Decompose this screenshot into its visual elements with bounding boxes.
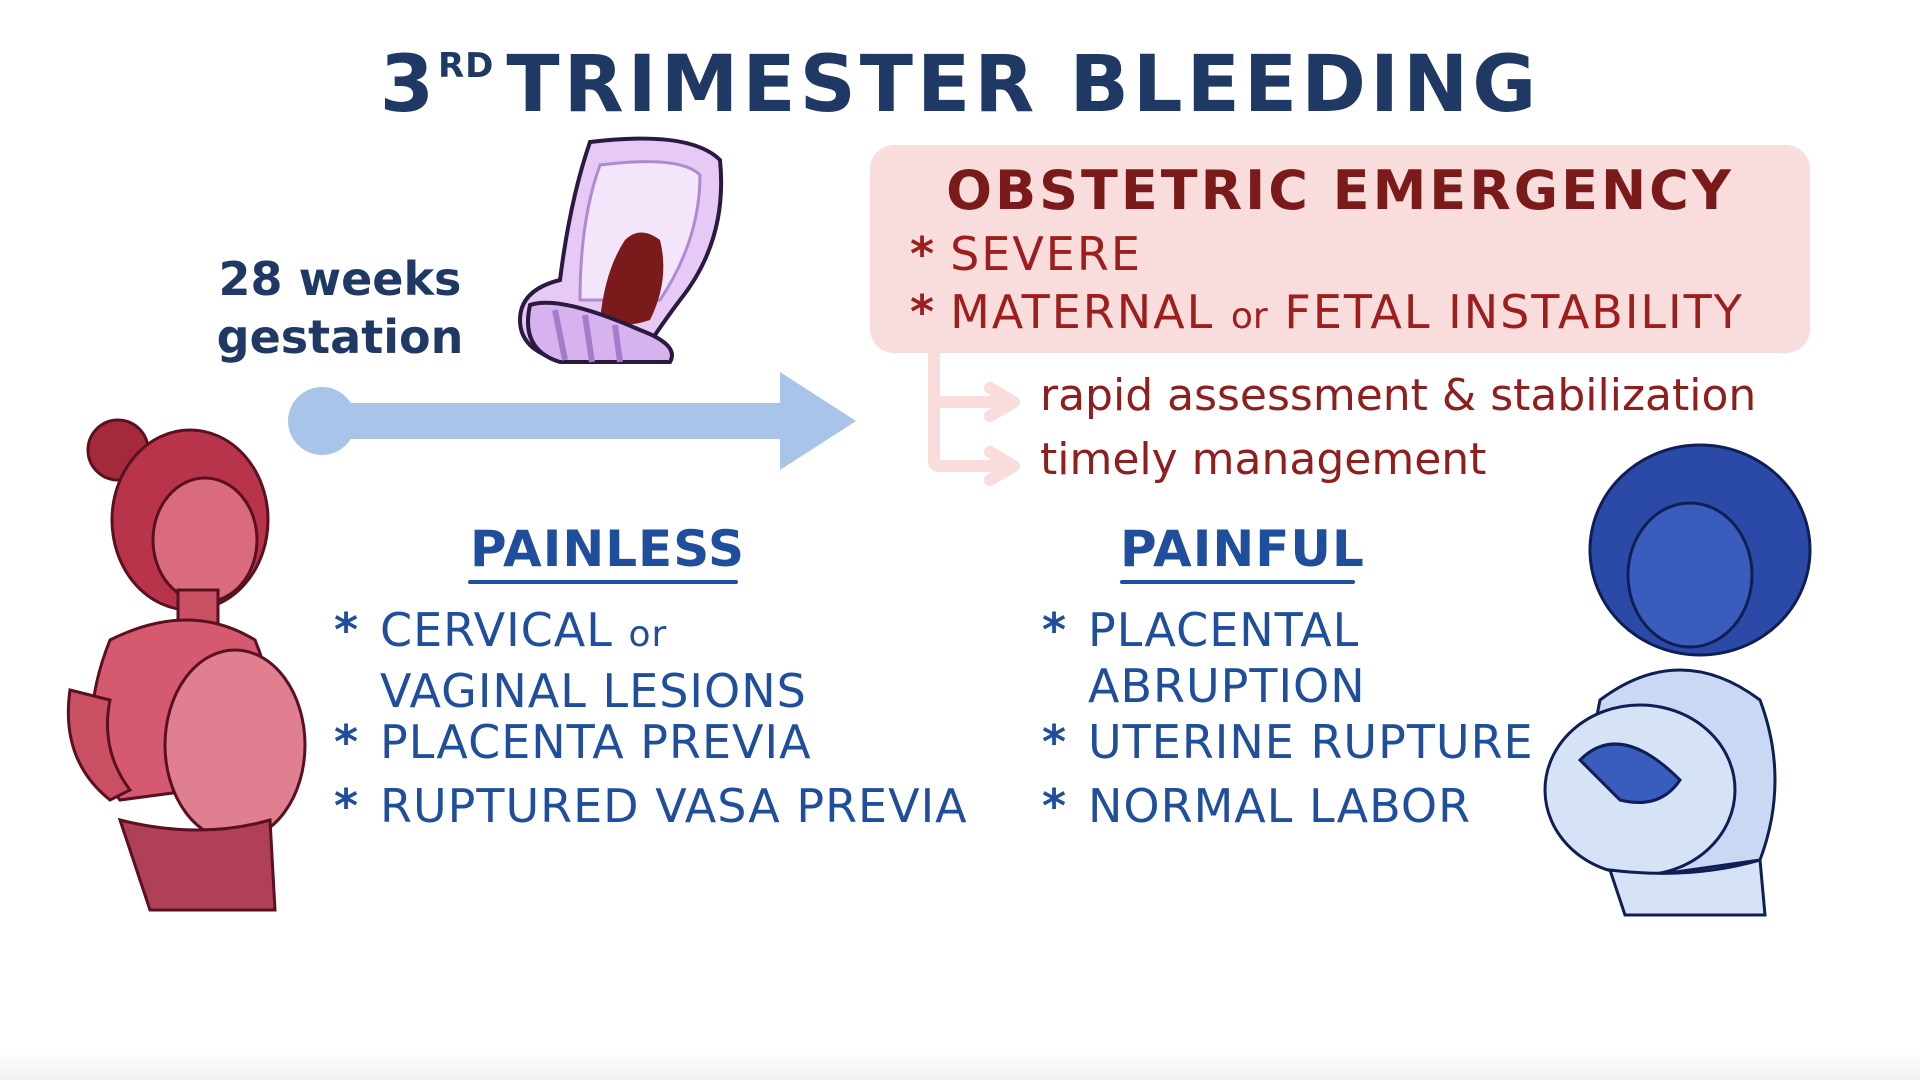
painless-underline (468, 580, 738, 584)
star-icon: * (1042, 603, 1068, 657)
page-title: 3RD TRIMESTER BLEEDING (0, 40, 1920, 130)
star-icon: * (910, 285, 937, 339)
painless-item-cervical: * CERVICAL or VAGINAL LESIONS (334, 602, 807, 719)
painful-item-normal-labor-text: NORMAL LABOR (1088, 779, 1472, 833)
title-number: 3 (379, 40, 438, 130)
star-icon: * (1042, 779, 1068, 833)
painful-item-abruption-line1: PLACENTAL (1088, 603, 1360, 657)
gestation-line-1: 28 weeks (218, 252, 462, 306)
obstetric-emergency-box: OBSTETRIC EMERGENCY *SEVERE *MATERNAL or… (870, 145, 1810, 353)
star-icon: * (334, 715, 360, 769)
bottom-edge (0, 1050, 1920, 1080)
gestation-label: 28 weeks gestation (200, 250, 480, 366)
star-icon: * (1042, 715, 1068, 769)
painless-item-cervical-line1: CERVICAL (380, 603, 613, 657)
emergency-title: OBSTETRIC EMERGENCY (946, 159, 1734, 222)
painful-item-uterine-rupture-text: UTERINE RUPTURE (1088, 715, 1534, 769)
gestation-line-2: gestation (216, 310, 464, 364)
emergency-item-severe-text: SEVERE (950, 227, 1142, 281)
emergency-branch-arrows (928, 346, 1020, 486)
star-icon: * (334, 603, 360, 657)
sanitary-pad-icon (517, 136, 724, 364)
painful-item-abruption: * PLACENTAL ABRUPTION (1042, 602, 1366, 714)
painless-item-cervical-or: or (628, 614, 668, 655)
painful-item-uterine-rupture: * UTERINE RUPTURE (1042, 714, 1534, 770)
emergency-item-instability: *MATERNAL or FETAL INSTABILITY (910, 285, 1744, 339)
title-text: TRIMESTER BLEEDING (506, 40, 1541, 130)
painful-item-normal-labor: * NORMAL LABOR (1042, 778, 1472, 834)
emergency-item-maternal: MATERNAL (950, 285, 1215, 339)
painless-item-placenta-previa-text: PLACENTA PREVIA (380, 715, 812, 769)
emergency-item-fetal: FETAL INSTABILITY (1284, 285, 1744, 339)
timeline-arrow (288, 372, 856, 470)
painful-heading: PAINFUL (1120, 520, 1365, 578)
painless-item-vasa-previa: * RUPTURED VASA PREVIA (334, 778, 968, 834)
painless-item-placenta-previa: * PLACENTA PREVIA (334, 714, 812, 770)
title-superscript: RD (438, 46, 495, 86)
star-icon: * (334, 779, 360, 833)
outcome-timely-management: timely management (1040, 434, 1487, 485)
painful-item-abruption-line2: ABRUPTION (1088, 659, 1366, 713)
painless-heading: PAINLESS (470, 520, 745, 578)
painless-item-vasa-previa-text: RUPTURED VASA PREVIA (380, 779, 968, 833)
star-icon: * (910, 227, 937, 281)
emergency-item-severe: *SEVERE (910, 227, 1142, 281)
outcome-rapid-assessment: rapid assessment & stabilization (1040, 370, 1757, 421)
pregnant-woman-right (1543, 443, 1812, 917)
pregnant-woman-left (66, 418, 307, 912)
painless-item-cervical-line2: VAGINAL LESIONS (380, 664, 807, 718)
painful-underline (1120, 580, 1355, 584)
emergency-item-or: or (1230, 296, 1268, 337)
